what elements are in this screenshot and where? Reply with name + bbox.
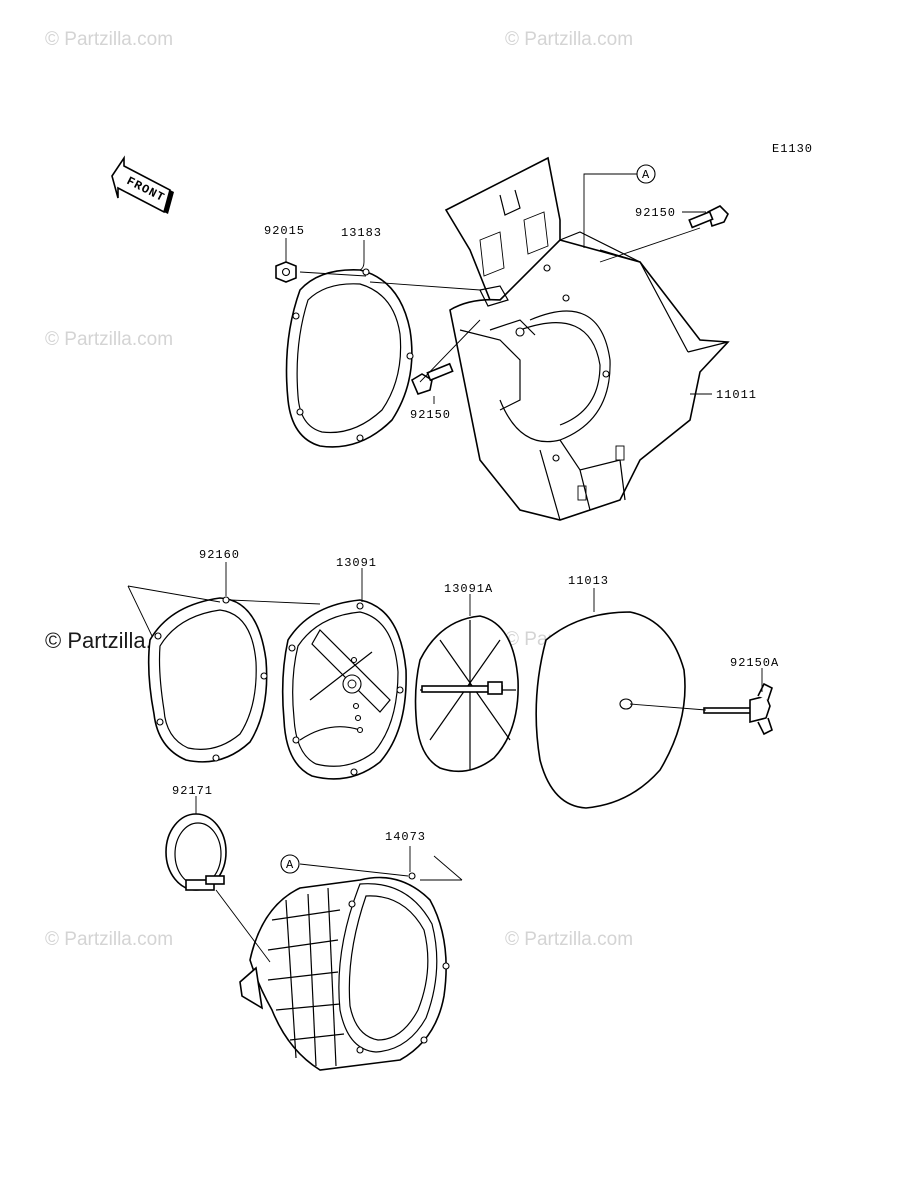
ref-marker-text: A (286, 858, 294, 872)
wing-bolt-92150A-icon (703, 682, 773, 736)
part-label-14073: 14073 (385, 830, 426, 844)
part-label-92171: 92171 (172, 784, 213, 798)
part-label-92150A: 92150A (730, 656, 779, 670)
part-label-92160: 92160 (199, 548, 240, 562)
watermark: © Partzilla.com (45, 29, 173, 50)
leader-lines (127, 173, 763, 963)
part-label-92150-left: 92150 (410, 408, 451, 422)
diagram-code: E1130 (772, 142, 813, 156)
filter-cage-13091A (414, 615, 519, 773)
watermark: © Partzilla.com (45, 329, 173, 350)
watermark: © Partzilla.com (505, 929, 633, 950)
part-label-92150-top: 92150 (635, 206, 676, 220)
filter-base-13091 (281, 599, 407, 780)
part-label-11013: 11013 (568, 574, 609, 588)
gasket-13183 (285, 268, 414, 448)
ref-marker-a: A (636, 164, 656, 184)
gasket-92160 (147, 596, 268, 763)
bolt-92150-left-icon (410, 362, 454, 395)
part-label-13091A: 13091A (444, 582, 493, 596)
part-label-92015: 92015 (264, 224, 305, 238)
nut-92015-icon (275, 261, 297, 283)
part-label-11011: 11011 (716, 388, 757, 402)
part-label-13183: 13183 (341, 226, 382, 240)
watermark: © Partzilla.com (505, 29, 633, 50)
clamp-92171-icon (165, 813, 227, 891)
front-arrow-icon: FRONT (111, 155, 174, 214)
intake-duct-14073 (239, 872, 450, 1071)
air-cleaner-housing (444, 156, 730, 521)
foam-filter-11013 (535, 611, 686, 809)
ref-marker-text: A (642, 168, 650, 182)
bolt-92150-top-icon (688, 205, 729, 229)
watermark: © Partzilla.com (45, 929, 173, 950)
part-label-13091: 13091 (336, 556, 377, 570)
ref-marker-a: A (280, 854, 300, 874)
